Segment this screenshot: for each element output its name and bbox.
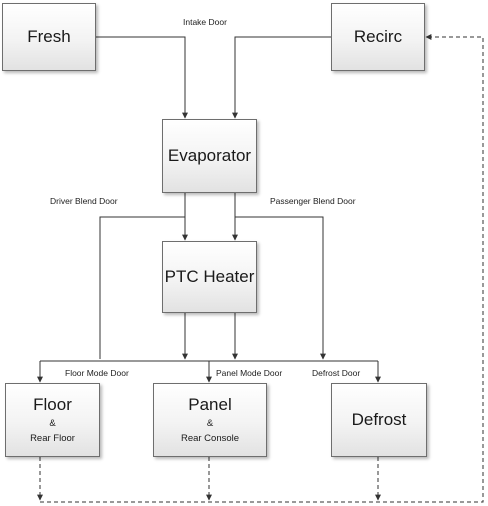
recirc-title: Recirc	[353, 27, 403, 46]
evaporator-title: Evaporator	[167, 146, 252, 165]
defrost-box: Defrost	[331, 383, 427, 457]
ptc-heater-box: PTC Heater	[162, 241, 257, 313]
panel-box: Panel & Rear Console	[153, 383, 267, 457]
driver-blend-bypass-connector	[99, 216, 185, 359]
driver-blend-door-label: Driver Blend Door	[50, 196, 118, 206]
recirc-box: Recirc	[331, 3, 425, 71]
ptc-heater-title: PTC Heater	[164, 267, 255, 286]
panel-mode-door-label: Panel Mode Door	[216, 368, 283, 378]
panel-title: Panel	[188, 395, 232, 414]
passenger-blend-door-label: Passenger Blend Door	[270, 196, 356, 206]
intake-door-label: Intake Door	[183, 17, 227, 27]
return-bus-connector	[40, 34, 484, 503]
passenger-blend-bypass-connector	[235, 216, 326, 360]
floor-box: Floor & Rear Floor	[5, 383, 100, 457]
defrost-door-label: Defrost Door	[312, 368, 361, 378]
defrost-title: Defrost	[351, 410, 407, 429]
fresh-title: Fresh	[27, 27, 71, 46]
floor-title: Floor	[33, 395, 72, 414]
recirc-to-evaporator-connector	[232, 36, 331, 119]
panel-ampersand: &	[206, 418, 214, 429]
fresh-box: Fresh	[2, 3, 96, 71]
floor-mode-door-label: Floor Mode Door	[65, 368, 129, 378]
floor-ampersand: &	[49, 418, 56, 429]
panel-subtitle: Rear Console	[180, 433, 240, 444]
evaporator-box: Evaporator	[162, 119, 257, 193]
floor-subtitle: Rear Floor	[30, 433, 75, 444]
fresh-to-evaporator-connector	[96, 36, 188, 119]
